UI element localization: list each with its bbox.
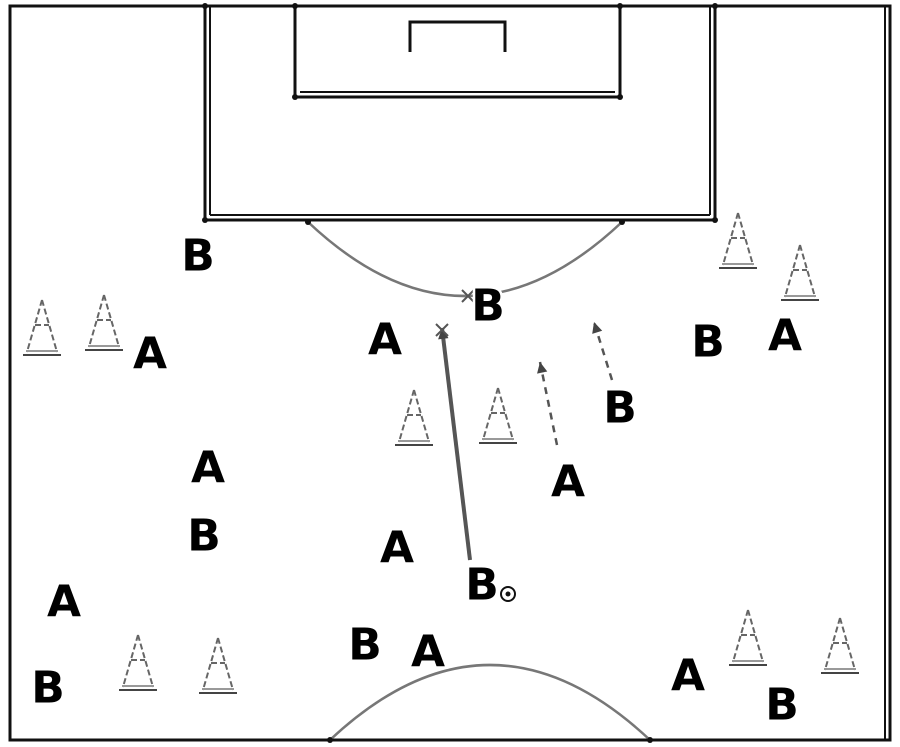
player-a: A — [380, 523, 414, 574]
line-markers — [202, 3, 718, 743]
player-b: B — [187, 511, 221, 562]
player-b: B — [691, 317, 725, 368]
cone-icon — [85, 294, 123, 351]
player-b: B — [765, 680, 799, 731]
cone-icon — [781, 244, 819, 301]
cone-icon — [719, 212, 757, 269]
player-b: B — [348, 620, 382, 671]
run-arrow — [592, 321, 614, 381]
player-a: A — [368, 315, 402, 366]
player-a: A — [671, 651, 705, 702]
cone-icon — [119, 634, 157, 691]
cone-icon — [395, 389, 433, 446]
player-b: B — [181, 231, 215, 282]
player-a: A — [411, 627, 445, 678]
player-a: A — [47, 577, 81, 628]
cone-icon — [199, 637, 237, 694]
player-a: A — [191, 443, 225, 494]
movements — [435, 289, 614, 561]
cone-icon — [23, 299, 61, 356]
player-a: A — [551, 457, 585, 508]
goal-area — [293, 4, 622, 99]
center-circle-arc — [329, 663, 651, 741]
player-b: B — [603, 383, 637, 434]
run-arrow — [537, 361, 559, 446]
cone-icon — [729, 609, 767, 666]
cone-icon — [479, 387, 517, 444]
cross-marker-icon — [461, 289, 475, 303]
cross-marker-icon — [435, 323, 449, 337]
player-b: B — [471, 281, 505, 332]
player-a: A — [133, 329, 167, 380]
cone-icon — [821, 617, 859, 674]
player-a: A — [768, 311, 802, 362]
cones — [23, 212, 859, 694]
player-b: B — [465, 560, 499, 611]
goal — [408, 20, 507, 52]
penalty-arc — [307, 221, 623, 298]
pass-arrow — [438, 327, 472, 561]
penalty-area — [203, 4, 717, 222]
ball-icon — [500, 586, 516, 602]
player-b: B — [31, 663, 65, 714]
